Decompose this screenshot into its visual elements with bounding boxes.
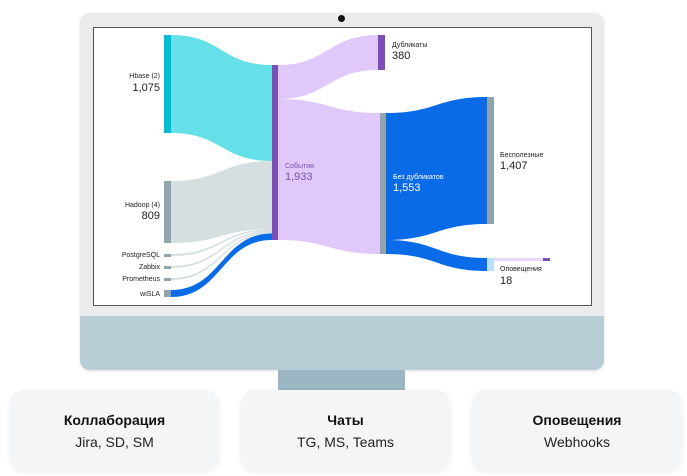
node-label-hbase: Hbase (2) bbox=[129, 73, 160, 80]
camera-icon bbox=[338, 15, 345, 22]
node-value-dups: 380 bbox=[392, 50, 410, 62]
card-collaboration: Коллаборация Jira, SD, SM bbox=[10, 390, 219, 470]
node-label-alerts: Оповещения bbox=[500, 266, 542, 273]
flow-events-nodups bbox=[278, 99, 380, 254]
node-label-events: События bbox=[285, 162, 314, 170]
node-alerts bbox=[487, 258, 494, 271]
node-postgresql bbox=[164, 254, 171, 257]
node-zabbix bbox=[164, 266, 171, 269]
node-label-zabbix: Zabbix bbox=[139, 264, 161, 271]
flow-hadoop-events bbox=[171, 161, 272, 243]
card-alerts: Оповещения Webhooks bbox=[472, 390, 682, 470]
card-subtitle: TG, MS, Teams bbox=[297, 434, 394, 450]
node-value-useless: 1,407 bbox=[500, 160, 528, 172]
node-label-dups: Дубликаты bbox=[392, 41, 427, 49]
card-title: Коллаборация bbox=[63, 412, 166, 428]
node-events bbox=[272, 65, 278, 240]
card-chats: Чаты TG, MS, Teams bbox=[241, 390, 450, 470]
node-label-nodups: Без дубликатов bbox=[393, 173, 444, 181]
card-subtitle: Jira, SD, SM bbox=[75, 434, 154, 450]
flow-events-dups bbox=[278, 35, 378, 99]
node-hbase bbox=[164, 35, 171, 133]
node-value-alerts: 18 bbox=[500, 275, 512, 287]
node-alerts-end bbox=[543, 258, 550, 261]
node-dups bbox=[378, 35, 385, 70]
monitor-chin bbox=[80, 316, 604, 370]
node-label-useless: Бесполезные bbox=[500, 152, 543, 159]
node-value-hbase: 1,075 bbox=[132, 82, 160, 94]
card-subtitle: Webhooks bbox=[544, 434, 610, 450]
flow-prometheus-events bbox=[171, 232, 272, 280]
node-value-nodups: 1,553 bbox=[393, 182, 421, 194]
node-label-hadoop: Hadoop (4) bbox=[125, 202, 160, 209]
flow-wisla-events bbox=[171, 233, 272, 297]
flow-nodups-alerts bbox=[386, 240, 487, 271]
flow-hbase-events bbox=[171, 35, 272, 161]
node-label-postgresql: PostgreSQL bbox=[122, 252, 160, 259]
node-value-events: 1,933 bbox=[285, 171, 313, 183]
node-prometheus bbox=[164, 278, 171, 281]
node-label-prometheus: Prometheus bbox=[122, 276, 160, 283]
node-useless bbox=[487, 97, 494, 224]
card-title: Чаты bbox=[327, 412, 364, 428]
node-hadoop bbox=[164, 181, 171, 243]
node-wisla bbox=[164, 290, 171, 297]
flow-zabbix-events bbox=[171, 230, 272, 268]
flow-alerts-end bbox=[493, 258, 543, 261]
node-nodups bbox=[380, 113, 386, 254]
flow-nodups-useless bbox=[386, 97, 487, 240]
node-value-hadoop: 809 bbox=[142, 210, 160, 222]
monitor-stand bbox=[278, 370, 405, 390]
card-title: Оповещения bbox=[532, 412, 622, 428]
flow-postgres-events bbox=[171, 229, 272, 256]
node-label-wisla: wiSLA bbox=[139, 291, 160, 298]
